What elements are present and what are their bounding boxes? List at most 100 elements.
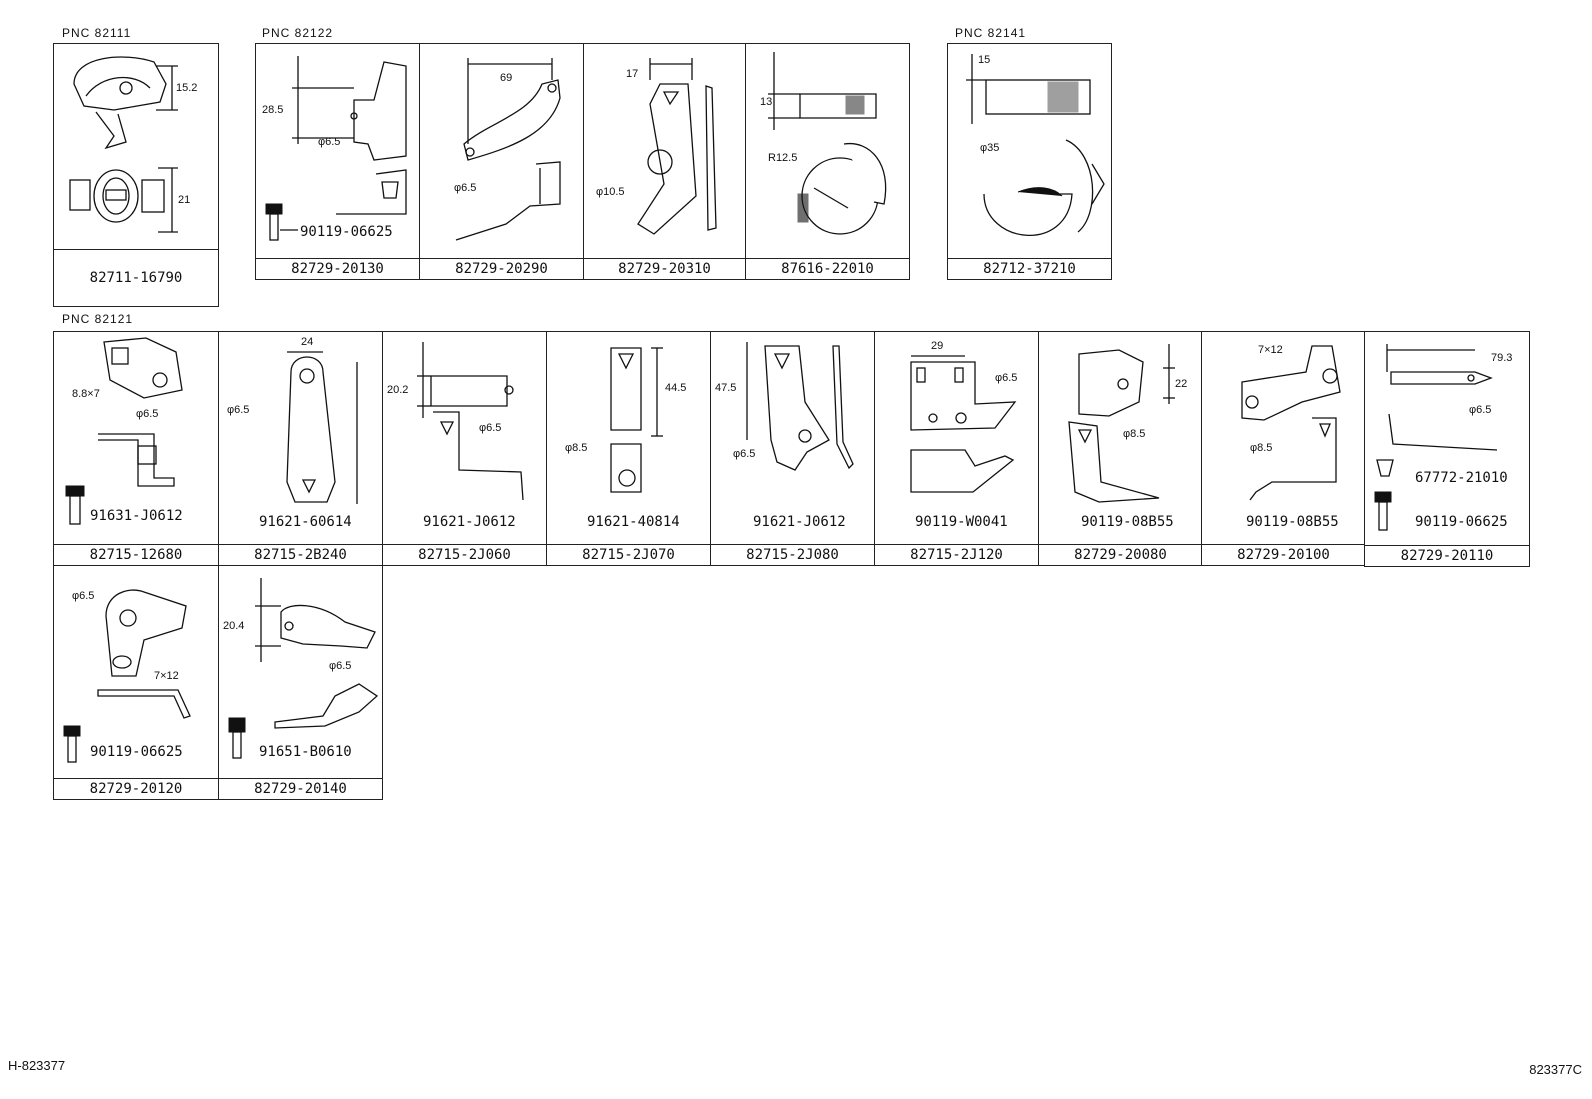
part-number: 82729-20100 [1202,544,1365,565]
clip-part-number: 67772-21010 [1415,470,1508,486]
part-number: 82729-20120 [54,778,218,799]
part-cell[interactable]: φ6.5 7×12 90119-06625 82729-20120 [53,565,219,800]
dim-label: 22 [1175,378,1188,390]
part-number: 82715-2J070 [547,544,710,565]
dim-label: φ6.5 [72,590,95,602]
part-number: 82729-20140 [219,778,382,799]
dim-label: φ10.5 [596,186,625,198]
part-cell[interactable]: 69 φ6.5 82729-20290 [419,43,584,280]
part-cell[interactable]: 79.3 φ6.5 67772-21010 90119-06625 82729-… [1364,331,1530,567]
bracket-diagram [1374,344,1498,531]
dim-label: 17 [626,68,639,80]
dim-label: φ6.5 [1469,404,1492,416]
dim-label: φ6.5 [733,448,756,460]
bolt-part-number: 91621-60614 [259,514,352,530]
part-number: 82729-20310 [584,258,745,279]
part-cell[interactable]: 15 φ35 82712-37210 [947,43,1112,280]
bracket-diagram [610,347,663,493]
bolt-part-number: 91621-J0612 [753,514,846,530]
pnc-label-82121: PNC 82121 [62,312,134,326]
bracket-diagram [286,351,358,504]
dim-label: φ6.5 [136,408,159,420]
bracket-diagram [265,56,407,241]
part-number: 82729-20110 [1365,545,1529,566]
part-cell[interactable]: 7×12 φ8.5 90119-08B55 82729-20100 [1201,331,1366,566]
part-cell[interactable]: 8.8×7 φ6.5 91631-J0612 82715-12680 [53,331,219,566]
dim-label: 15.2 [176,82,198,94]
illustration-id: H-823377 [8,1058,66,1073]
bracket-diagram [65,337,183,525]
dim-label: φ8.5 [1250,442,1273,454]
part-cell[interactable]: 13 R12.5 87616-22010 [745,43,910,280]
dim-label: 7×12 [1258,344,1283,356]
bracket-diagram [910,355,1017,493]
part-number: 87616-22010 [746,258,909,279]
part-number: 82712-37210 [948,258,1111,279]
clamp-diagram [966,54,1105,236]
dim-label: R12.5 [768,152,798,164]
part-number: 82711-16790 [54,249,218,306]
bracket-diagram [228,578,379,759]
dim-label: φ8.5 [565,442,588,454]
pnc-label-82122: PNC 82122 [262,26,334,40]
bracket-diagram [1241,345,1341,501]
clamp-diagram [768,52,887,235]
dim-label: 20.4 [223,620,245,632]
dim-label: 20.2 [387,384,409,396]
part-cell[interactable]: 22 φ8.5 90119-08B55 82729-20080 [1038,331,1203,566]
dim-label: 21 [178,194,191,206]
part-number: 82729-20130 [256,258,419,279]
dim-label: φ35 [980,142,1000,154]
diagram-code: 823377C [1529,1062,1582,1077]
part-cell[interactable]: 44.5 φ8.5 91621-40814 82715-2J070 [546,331,711,566]
bracket-diagram [455,58,561,241]
part-number: 82715-2J080 [711,544,874,565]
part-number: 82715-2B240 [219,544,382,565]
dim-label: 15 [978,54,991,66]
part-number: 82729-20080 [1039,544,1202,565]
part-cell[interactable]: 20.2 φ6.5 91621-J0612 82715-2J060 [382,331,547,566]
dim-label: 8.8×7 [72,388,100,400]
dim-label: 7×12 [154,670,179,682]
bolt-part-number: 90119-08B55 [1246,514,1339,530]
dim-label: φ6.5 [318,136,341,148]
bolt-part-number: 90119-06625 [90,744,183,760]
part-number: 82715-2J120 [875,544,1038,565]
bracket-diagram [417,342,524,501]
bolt-part-number: 90119-06625 [300,224,393,240]
part-cell[interactable]: 17 φ10.5 82729-20310 [583,43,746,280]
dim-label: φ6.5 [227,404,250,416]
part-number: 82715-2J060 [383,544,546,565]
part-number: 82729-20290 [420,258,583,279]
bracket-diagram [746,342,854,471]
dim-label: 47.5 [715,382,737,394]
dim-label: 44.5 [665,382,687,394]
part-cell[interactable]: 15.2 21 82711-16790 [53,43,219,307]
dim-label: 29 [931,340,944,352]
bolt-part-number: 91631-J0612 [90,508,183,524]
dim-label: 24 [301,336,314,348]
dim-label: 28.5 [262,104,284,116]
dim-label: 69 [500,72,513,84]
part-cell[interactable]: 20.4 φ6.5 91651-B0610 82729-20140 [218,565,383,800]
part-cell[interactable]: 47.5 φ6.5 91621-J0612 82715-2J080 [710,331,875,566]
part-cell[interactable]: 24 φ6.5 91621-60614 82715-2B240 [218,331,383,566]
bolt-part-number: 91651-B0610 [259,744,352,760]
bolt-part-number: 90119-06625 [1415,514,1508,530]
dim-label: φ6.5 [995,372,1018,384]
part-number: 82715-12680 [54,544,218,565]
pnc-label-82111: PNC 82111 [62,26,132,40]
bracket-diagram [637,58,717,235]
dim-label: φ6.5 [329,660,352,672]
dim-label: 79.3 [1491,352,1513,364]
dim-label: 13 [760,96,773,108]
dim-label: φ6.5 [454,182,477,194]
clamp-diagram [69,56,178,233]
bracket-diagram [1068,344,1175,503]
dim-label: φ6.5 [479,422,502,434]
bolt-part-number: 91621-J0612 [423,514,516,530]
part-cell[interactable]: 29 φ6.5 90119-W0041 82715-2J120 [874,331,1039,566]
bolt-part-number: 91621-40814 [587,514,680,530]
part-cell[interactable]: 28.5 φ6.5 90119-06625 82729-20130 [255,43,420,280]
pnc-label-82141: PNC 82141 [955,26,1027,40]
